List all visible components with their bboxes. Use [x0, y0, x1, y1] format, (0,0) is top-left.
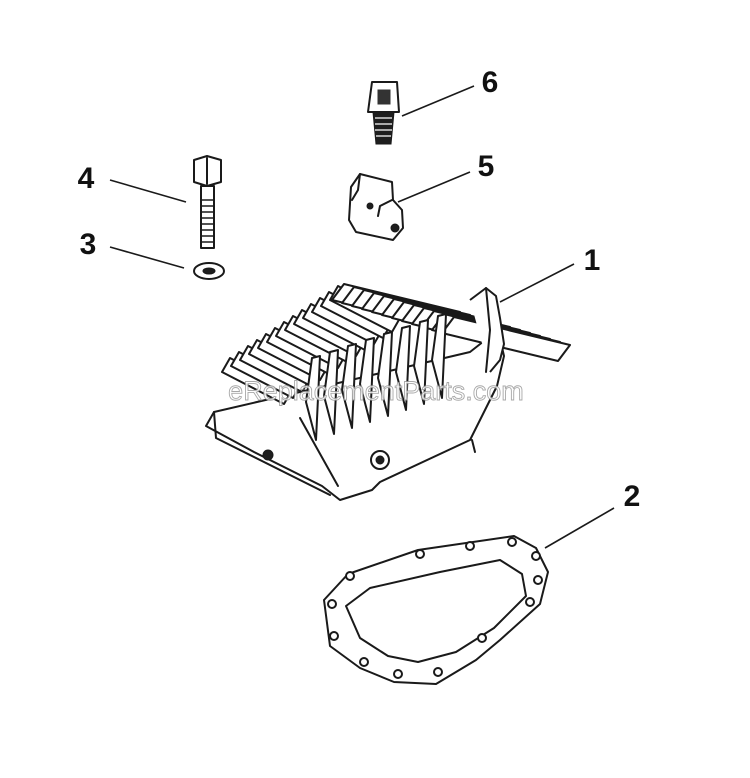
bolt-hole — [465, 541, 475, 551]
part-2-gasket — [323, 535, 549, 685]
bolt-hole — [329, 631, 339, 641]
fin — [377, 331, 393, 417]
callout-1: 1 — [584, 244, 601, 277]
bolt-hole — [531, 551, 541, 561]
fin — [305, 355, 321, 441]
callout-5: 5 — [478, 150, 495, 183]
gasket-bolt-holes — [327, 537, 543, 679]
bolt-hole — [359, 657, 369, 667]
leader-1 — [499, 263, 575, 303]
bolt-hole — [345, 571, 355, 581]
callout-2: 2 — [624, 480, 641, 513]
fin — [413, 319, 429, 405]
leader-2 — [544, 507, 615, 549]
part-5-bracket — [348, 173, 404, 241]
fin — [341, 343, 357, 429]
bolt-hole — [533, 575, 543, 585]
bolt-hole — [415, 549, 425, 559]
fin — [359, 337, 375, 423]
part-4-bolt — [193, 155, 222, 249]
watermark: eReplacementParts.com — [228, 376, 524, 406]
callout-3: 3 — [80, 228, 97, 261]
bolt-hole — [477, 633, 487, 643]
leader-3 — [109, 246, 185, 269]
part-6-screw — [367, 81, 400, 145]
fin — [395, 325, 411, 411]
part-1-cylinder-head — [205, 283, 571, 501]
bolt-hole — [507, 537, 517, 547]
bolt-hole — [525, 597, 535, 607]
leader-5 — [397, 171, 471, 203]
bolt-hole — [433, 667, 443, 677]
fin — [323, 349, 339, 435]
callout-4: 4 — [78, 162, 95, 195]
bolt-hole — [393, 669, 403, 679]
leader-6 — [401, 85, 475, 117]
callout-6: 6 — [482, 66, 499, 99]
part-3-washer — [193, 262, 225, 280]
fin — [441, 316, 571, 362]
bolt-hole — [327, 599, 337, 609]
fin — [431, 313, 447, 399]
leader-4 — [109, 179, 187, 203]
